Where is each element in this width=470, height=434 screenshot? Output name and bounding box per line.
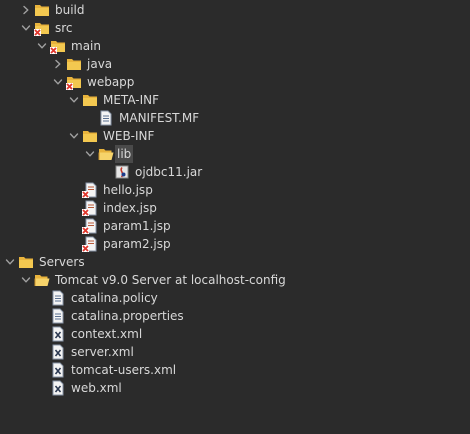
jsp-error-icon <box>82 182 98 198</box>
tree-row-server-xml[interactable]: server.xml <box>0 343 470 361</box>
tree-item-label: ojdbc11.jar <box>135 165 203 179</box>
chevron-right-icon[interactable] <box>52 58 64 70</box>
folder-icon <box>82 128 98 144</box>
chevron-down-icon[interactable] <box>52 76 64 88</box>
tree-row-webapp[interactable]: webapp <box>0 73 470 91</box>
tree-item-label: catalina.policy <box>71 291 158 305</box>
jar-file-icon <box>114 164 130 180</box>
tree-item-label: Servers <box>39 255 85 269</box>
text-file-icon <box>98 110 114 126</box>
folder-icon <box>34 2 50 18</box>
tree-row-param1-jsp[interactable]: param1.jsp <box>0 217 470 235</box>
tree-row-index-jsp[interactable]: index.jsp <box>0 199 470 217</box>
tree-item-label: src <box>55 21 73 35</box>
text-file-icon <box>50 308 66 324</box>
tree-row-web-inf[interactable]: WEB-INF <box>0 127 470 145</box>
tree-item-label: Tomcat v9.0 Server at localhost-config <box>55 273 286 287</box>
tree-row-tomcat-users-xml[interactable]: tomcat-users.xml <box>0 361 470 379</box>
tree-item-label: server.xml <box>71 345 134 359</box>
folder-open-icon <box>34 272 50 288</box>
tree-row-hello-jsp[interactable]: hello.jsp <box>0 181 470 199</box>
tree-row-lib[interactable]: lib <box>0 145 470 163</box>
jsp-error-icon <box>82 218 98 234</box>
tree-row-web-xml[interactable]: web.xml <box>0 379 470 397</box>
tree-item-label: index.jsp <box>103 201 157 215</box>
tree-row-context-xml[interactable]: context.xml <box>0 325 470 343</box>
tree-row-src[interactable]: src <box>0 19 470 37</box>
tree-row-build[interactable]: build <box>0 1 470 19</box>
text-file-icon <box>50 290 66 306</box>
xml-file-icon <box>50 326 66 342</box>
tree-item-label: tomcat-users.xml <box>71 363 177 377</box>
folder-icon <box>82 92 98 108</box>
chevron-down-icon[interactable] <box>84 148 96 160</box>
tree-item-label: webapp <box>87 75 135 89</box>
chevron-right-icon[interactable] <box>20 4 32 16</box>
tree-item-label: param1.jsp <box>103 219 171 233</box>
tree-item-label: MANIFEST.MF <box>119 111 200 125</box>
folder-icon <box>18 254 34 270</box>
tree-row-java[interactable]: java <box>0 55 470 73</box>
chevron-down-icon[interactable] <box>36 40 48 52</box>
tree-item-label: META-INF <box>103 93 160 107</box>
tree-row-catalina-policy[interactable]: catalina.policy <box>0 289 470 307</box>
folder-open-icon <box>98 146 114 162</box>
chevron-down-icon[interactable] <box>4 256 16 268</box>
tree-row-catalina-properties[interactable]: catalina.properties <box>0 307 470 325</box>
tree-item-label: web.xml <box>71 381 122 395</box>
tree-row-ojdbc[interactable]: ojdbc11.jar <box>0 163 470 181</box>
tree-item-label: WEB-INF <box>103 129 155 143</box>
tree-item-label: context.xml <box>71 327 143 341</box>
xml-file-icon <box>50 362 66 378</box>
tree-row-param2-jsp[interactable]: param2.jsp <box>0 235 470 253</box>
folder-error-icon <box>50 38 66 54</box>
tree-item-label: java <box>87 57 113 71</box>
xml-file-icon <box>50 344 66 360</box>
chevron-down-icon[interactable] <box>68 130 80 142</box>
tree-item-label: catalina.properties <box>71 309 184 323</box>
folder-error-icon <box>34 20 50 36</box>
chevron-down-icon[interactable] <box>20 22 32 34</box>
tree-item-label: hello.jsp <box>103 183 153 197</box>
tree-item-label: main <box>71 39 101 53</box>
tree-row-servers[interactable]: Servers <box>0 253 470 271</box>
folder-error-icon <box>66 74 82 90</box>
chevron-down-icon[interactable] <box>20 274 32 286</box>
tree-item-label: build <box>55 3 85 17</box>
xml-file-icon <box>50 380 66 396</box>
tree-row-tomcat[interactable]: Tomcat v9.0 Server at localhost-config <box>0 271 470 289</box>
tree-item-label: lib <box>115 145 134 163</box>
jsp-error-icon <box>82 236 98 252</box>
chevron-down-icon[interactable] <box>68 94 80 106</box>
jsp-error-icon <box>82 200 98 216</box>
tree-row-manifest[interactable]: MANIFEST.MF <box>0 109 470 127</box>
tree-item-label: param2.jsp <box>103 237 171 251</box>
folder-icon <box>66 56 82 72</box>
tree-row-main[interactable]: main <box>0 37 470 55</box>
tree-row-meta-inf[interactable]: META-INF <box>0 91 470 109</box>
